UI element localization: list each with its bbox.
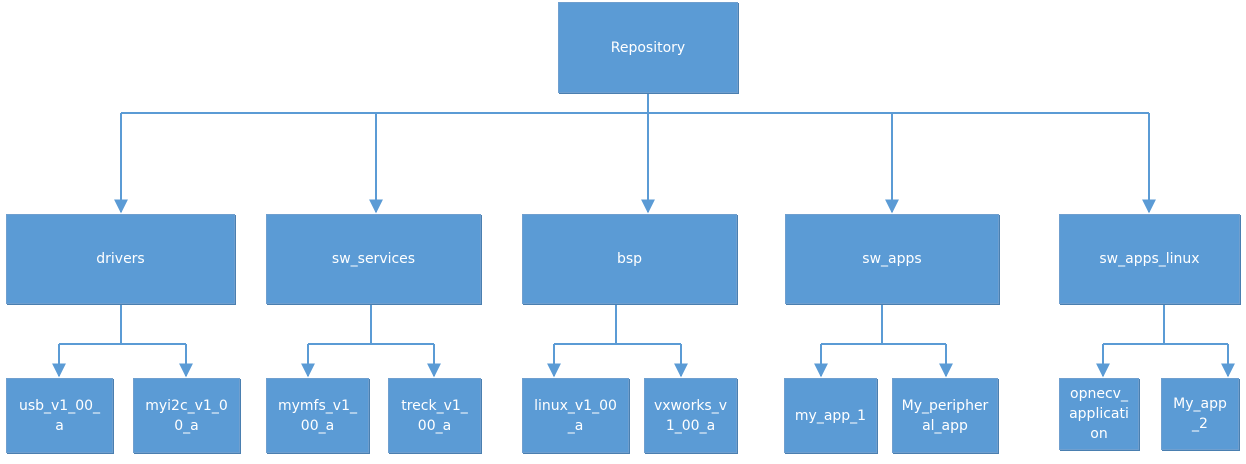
linux-v1-00-a-node: linux_v1_00_a bbox=[522, 378, 629, 453]
usb-v1-00-a-node: usb_v1_00_a bbox=[6, 378, 113, 453]
my-peripheral-app-node: My_peripheral_app bbox=[892, 378, 998, 453]
linux-v1-00-a-label: linux_v1_00_a bbox=[534, 397, 617, 434]
sw-apps-linux-node: sw_apps_linux bbox=[1059, 214, 1240, 304]
repository-node: Repository bbox=[558, 2, 738, 93]
my-app-2-label: My_app_2 bbox=[1173, 396, 1227, 432]
vxworks-v1-00-a-label: vxworks_v1_00_a bbox=[653, 397, 728, 434]
sw-apps-label: sw_apps bbox=[862, 251, 922, 267]
repository-label: Repository bbox=[610, 39, 686, 56]
sw-apps-node: sw_apps bbox=[785, 214, 999, 304]
drivers-node: drivers bbox=[6, 214, 235, 304]
bsp-label: bsp bbox=[616, 251, 643, 267]
usb-v1-00-a-label: usb_v1_00_a bbox=[18, 397, 101, 434]
bsp-trunk-connector bbox=[554, 304, 681, 345]
sw-services-trunk-connector bbox=[308, 304, 434, 345]
treck-v1-00-a-node: treck_v1_00_a bbox=[388, 378, 481, 453]
myi2c-v1-00-a-node: myi2c_v1_00_a bbox=[133, 378, 240, 453]
opnecv-application-node: opnecv_application bbox=[1059, 378, 1139, 450]
bsp-node: bsp bbox=[522, 214, 737, 304]
myi2c-v1-00-a-label: myi2c_v1_00_a bbox=[145, 397, 228, 434]
opnecv-application-label: opnecv_application bbox=[1069, 386, 1129, 442]
mymfs-v1-00-a-node: mymfs_v1_00_a bbox=[266, 378, 369, 453]
sw-apps-trunk-connector bbox=[821, 304, 946, 345]
sw-services-node: sw_services bbox=[266, 214, 481, 304]
my-app-1-node: my_app_1 bbox=[784, 378, 877, 453]
sw-apps-linux-trunk-connector bbox=[1103, 304, 1228, 345]
vxworks-v1-00-a-node: vxworks_v1_00_a bbox=[644, 378, 737, 453]
drivers-label: drivers bbox=[96, 251, 145, 267]
treck-v1-00-a-label: treck_v1_00_a bbox=[401, 397, 468, 434]
sw-apps-linux-label: sw_apps_linux bbox=[1099, 251, 1200, 267]
mymfs-v1-00-a-label: mymfs_v1_00_a bbox=[278, 397, 357, 434]
drivers-trunk-connector bbox=[59, 304, 186, 345]
my-app-1-label: my_app_1 bbox=[794, 407, 867, 424]
sw-services-label: sw_services bbox=[331, 251, 416, 267]
my-app-2-node: My_app_2 bbox=[1161, 378, 1239, 450]
my-peripheral-app-label: My_peripheral_app bbox=[901, 397, 989, 434]
